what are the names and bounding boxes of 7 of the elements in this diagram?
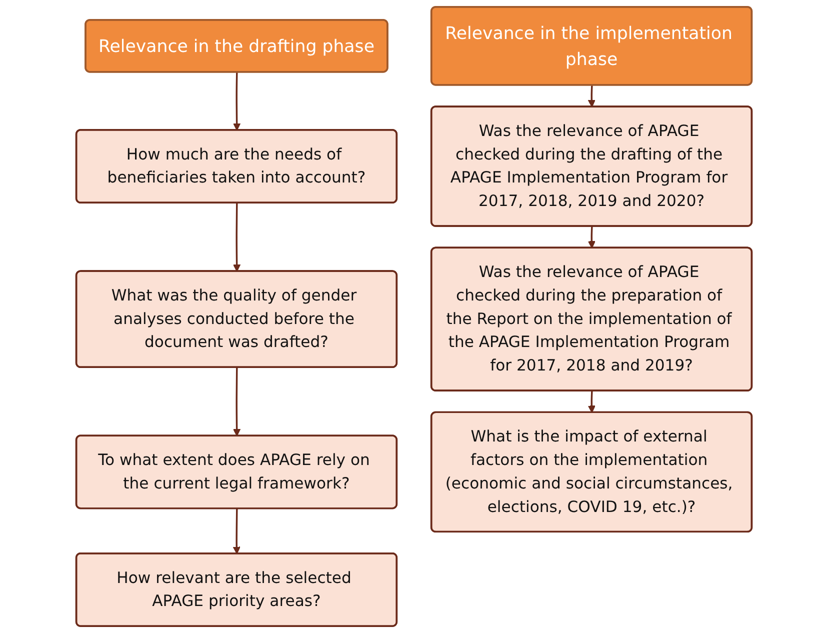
arrow	[232, 508, 240, 554]
arrow	[233, 203, 241, 272]
arrow	[233, 72, 241, 131]
arrow	[588, 226, 596, 248]
arrow	[588, 85, 596, 108]
arrow	[588, 390, 596, 413]
arrow	[233, 368, 241, 436]
